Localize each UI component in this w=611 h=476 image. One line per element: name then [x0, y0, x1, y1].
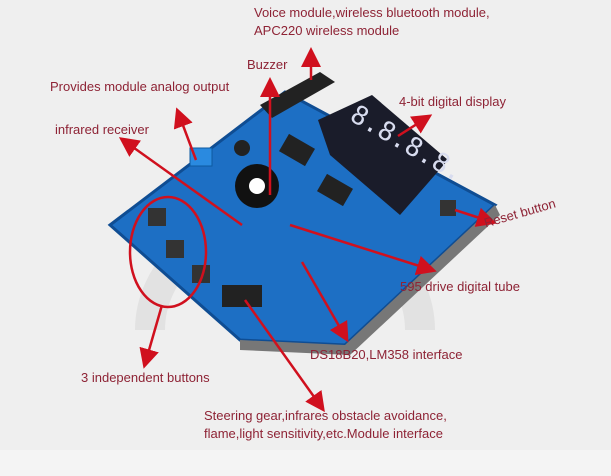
button-3: [192, 265, 210, 283]
label-display: 4-bit digital display: [399, 94, 506, 109]
arrow-tube: [289, 223, 437, 276]
arrow-steering: [243, 299, 325, 413]
arrow-analog: [173, 107, 198, 161]
capacitor: [234, 140, 250, 156]
potentiometer: [189, 147, 213, 167]
pin-row: [240, 205, 500, 355]
buttons-circle: [128, 195, 208, 309]
label-analog: Provides module analog output: [50, 79, 230, 94]
chip-595-2: [317, 173, 353, 207]
arrow-ds18b20: [300, 261, 349, 343]
label-buzzer: Buzzer: [247, 57, 288, 72]
bottom-strip: [0, 450, 611, 476]
label-buttons: 3 independent buttons: [81, 370, 210, 385]
header-socket: [260, 72, 335, 118]
label-steering-2: flame,light sensitivity,etc.Module inter…: [204, 426, 443, 441]
label-steering-1: Steering gear,infrares obstacle avoidanc…: [204, 408, 447, 423]
arrow-buttons: [139, 304, 164, 369]
board-illustration: 8.8.8.8.: [107, 47, 500, 413]
button-2: [166, 240, 184, 258]
arrow-reset: [454, 207, 497, 227]
label-infrared: infrared receiver: [55, 122, 149, 137]
module-header: [222, 285, 262, 307]
digital-display: [318, 95, 448, 215]
arrow-display: [397, 114, 433, 138]
arrow-infrared: [118, 137, 243, 227]
label-tube: 595 drive digital tube: [400, 279, 520, 294]
product-photo: 8.8.8.8. Voice module,wireless bluetooth…: [50, 5, 558, 441]
label-voice-2: APC220 wireless module: [254, 23, 400, 38]
reset-button-part: [440, 200, 456, 216]
label-voice-1: Voice module,wireless bluetooth module,: [254, 5, 490, 20]
button-1: [148, 208, 166, 226]
chip-595-1: [279, 133, 315, 167]
label-ds18b20: DS18B20,LM358 interface: [310, 347, 463, 362]
